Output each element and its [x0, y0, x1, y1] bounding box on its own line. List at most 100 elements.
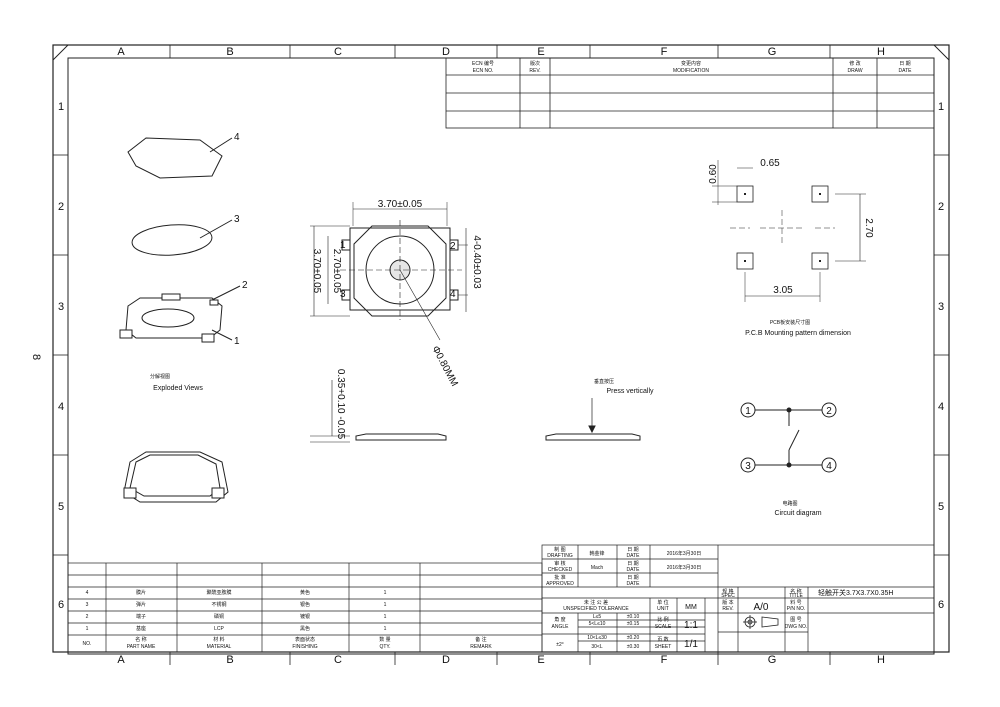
tb-approved-date-cn: 日 期: [627, 575, 638, 581]
bom-row-2-material: 不锈钢: [211, 601, 226, 608]
ecn-header-no-en: ECN NO.: [473, 68, 494, 74]
pcb-dim-pad-w: 0.65: [760, 158, 780, 169]
zone-ticks: [53, 45, 949, 665]
dim-pins: 4-0.40±0.03: [471, 235, 482, 289]
side-dim-height: 0.35+0.10 -0.05: [335, 369, 346, 440]
circuit-label-1: 1: [745, 406, 751, 417]
bom-row-4-qty: 1: [384, 626, 387, 632]
tb-tol-3: ±0.20: [627, 635, 640, 641]
zone-col-d-bottom: D: [442, 654, 450, 666]
zone-row-6-right: 6: [938, 599, 944, 611]
pcb-dim-pitch-y: 2.70: [863, 218, 874, 238]
tb-approved-en: APPROVED: [546, 581, 574, 587]
ecn-header-date-en: DATE: [899, 68, 913, 74]
side-views: [310, 380, 641, 443]
zone-col-b-top: B: [226, 46, 233, 58]
circuit-terminal-labels: 1 2 3 4: [745, 406, 832, 472]
zone-row-1-left: 1: [58, 101, 64, 113]
zone-rows-left: 1 2 3 4 5 6: [58, 101, 64, 611]
pcb-dim-pad-h: 0.60: [708, 164, 719, 184]
ecn-header-draw-cn: 修 改: [849, 60, 860, 67]
tb-range-4: 30<L: [591, 644, 602, 650]
tb-tol-2: ±0.15: [627, 621, 640, 627]
tb-checked-name: Mach: [591, 565, 603, 571]
zone-row-3-left: 3: [58, 301, 64, 313]
circuit-label-2: 2: [826, 406, 832, 417]
exploded-caption-cn: 分解视图: [150, 373, 170, 380]
tb-unit-cn: 单 位: [657, 599, 668, 606]
bom-rows: 4 膜片 聚酰亚胺膜 黄色 1 3 弹片 不锈钢 银色 1 2 端子 磷铜 镀银…: [86, 589, 387, 632]
dim-height: 3.70±0.05: [311, 249, 322, 294]
zone-col-b-bottom: B: [226, 654, 233, 666]
ecn-header-rev-cn: 版次: [530, 60, 540, 67]
top-view: [310, 202, 468, 341]
title-block-text: 制 图 DRAFTING 韩金锋 日 期 DATE 2016年3月30日 审 核…: [546, 546, 807, 650]
tb-dwg-cn: 图 号: [790, 617, 801, 623]
zone-col-f-top: F: [661, 46, 668, 58]
zone-row-5-left: 5: [58, 501, 64, 513]
bom-header-qty-cn: 数 量: [379, 636, 390, 643]
tb-sheet-cn: 页 数: [657, 636, 668, 643]
side-mark: 8: [30, 354, 42, 360]
top-view-label-1: 1: [340, 240, 346, 251]
press-caption-cn: 垂直按压: [594, 378, 614, 385]
tb-range-2: 5<L≤10: [589, 621, 606, 627]
tb-drafting-date-en: DATE: [627, 553, 641, 559]
bom-row-4-name: 基座: [136, 625, 146, 632]
tb-checked-en: CHECKED: [548, 567, 573, 573]
bom-header-material-en: MATERIAL: [207, 644, 232, 650]
zone-rows-right: 1 2 3 4 5 6: [938, 101, 944, 611]
tb-tol-1: ±0.10: [627, 614, 640, 620]
zone-row-2-right: 2: [938, 201, 944, 213]
circuit-caption-en: Circuit diagram: [774, 510, 821, 517]
circuit-caption-cn: 电路图: [782, 500, 797, 507]
bom-row-2-name: 弹片: [136, 601, 146, 608]
exploded-label-4: 4: [234, 132, 240, 143]
tb-tolerance-en: UNSPECIFIED TOLERANCE: [563, 606, 629, 612]
tb-scale-value: 1:1: [684, 620, 698, 631]
tb-drafting-date-cn: 日 期: [627, 547, 638, 553]
zone-col-d-top: D: [442, 46, 450, 58]
tb-dwg-en: DWG NO.: [785, 624, 808, 630]
ecn-header-date-cn: 日 期: [899, 61, 910, 67]
tb-sheet-en: SHEET: [655, 644, 672, 650]
exploded-label-3: 3: [234, 214, 240, 225]
tb-angle-val: ±2°: [556, 642, 564, 648]
tb-checked-date: 2016年3月30日: [667, 564, 701, 571]
bom-row-1-finish: 黄色: [300, 589, 310, 596]
bom-header-qty-en: QTY.: [379, 644, 390, 650]
side-view-left: [355, 433, 447, 441]
dim-actuator: Φ0.80MM: [429, 344, 459, 388]
exploded-label-2: 2: [242, 280, 248, 291]
bom-row-4-no: 1: [86, 626, 89, 632]
top-view-label-2: 2: [450, 241, 456, 252]
bom-row-1-qty: 1: [384, 590, 387, 596]
tb-range-1: L≤5: [593, 614, 602, 620]
bom-row-2-finish: 银色: [300, 601, 310, 608]
side-view-right: [545, 433, 641, 441]
projection-symbol: [743, 615, 779, 629]
pcb-dim-pitch-x: 3.05: [773, 285, 793, 296]
zone-columns-bottom: A B C D E F G H: [117, 654, 885, 666]
corner-mark-tr: [933, 44, 950, 61]
bom-header-remark-cn: 备 注: [475, 636, 486, 643]
top-view-octagon: [353, 225, 447, 317]
zone-col-g-bottom: G: [768, 654, 777, 666]
zone-col-h-bottom: H: [877, 654, 885, 666]
zone-col-a-top: A: [117, 46, 125, 58]
bom-row-4-finish: 黑色: [300, 625, 310, 632]
tb-checked-date-en: DATE: [627, 567, 641, 573]
bom-header-remark-en: REMARK: [470, 644, 492, 650]
tb-unit-en: UNIT: [657, 606, 669, 612]
tb-title-cn: 名 称: [790, 588, 801, 595]
zone-col-g-top: G: [768, 46, 777, 58]
tb-scale-cn: 比 例: [657, 616, 668, 623]
tb-unit-value: MM: [685, 604, 697, 611]
ecn-header-rev-en: REV.: [529, 68, 540, 74]
bom-row-1-material: 聚酰亚胺膜: [206, 589, 231, 596]
bom-row-3-name: 端子: [136, 613, 146, 620]
ecn-header-draw-en: DRAW: [847, 68, 862, 74]
tb-angle-cn: 角 度: [554, 616, 565, 623]
zone-col-c-top: C: [334, 46, 342, 58]
terminal-3: [740, 457, 756, 473]
